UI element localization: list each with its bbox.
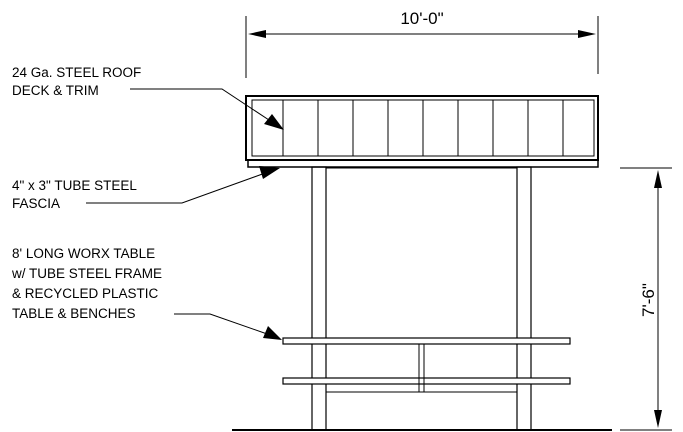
roof-callout-line-2: DECK & TRIM	[12, 83, 99, 98]
table-callout-line-4: TABLE & BENCHES	[12, 306, 136, 321]
fascia-leader-arrowhead	[259, 166, 280, 179]
picnic-table	[282, 337, 571, 393]
roof-callout: 24 Ga. STEEL ROOF DECK & TRIM	[12, 65, 284, 130]
table-callout-line-2: w/ TUBE STEEL FRAME	[11, 266, 162, 281]
fascia-beam	[247, 159, 599, 168]
roof-outline	[245, 95, 599, 161]
bench-seat	[282, 377, 571, 385]
roof-deck	[245, 95, 599, 161]
table-callout: 8' LONG WORX TABLE w/ TUBE STEEL FRAME &…	[11, 246, 282, 340]
roof-leader-line	[130, 88, 276, 125]
support-posts	[311, 166, 532, 431]
fascia-callout-line-1: 4" x 3" TUBE STEEL	[12, 178, 137, 193]
height-arrowhead-bottom	[654, 410, 662, 428]
table-callout-line-1: 8' LONG WORX TABLE	[12, 246, 155, 261]
post-right	[516, 166, 532, 431]
width-arrowhead-right	[578, 30, 596, 38]
width-arrowhead-left	[248, 30, 266, 38]
table-top	[282, 337, 571, 345]
table-center-leg	[418, 343, 425, 393]
width-dimension: 10'-0"	[245, 9, 599, 78]
table-leader-arrowhead	[263, 326, 282, 340]
height-arrowhead-top	[654, 170, 662, 188]
fascia-callout-line-2: FASCIA	[12, 196, 60, 211]
width-dimension-label: 10'-0"	[400, 9, 443, 28]
fascia-callout: 4" x 3" TUBE STEEL FASCIA	[12, 166, 280, 211]
post-left	[311, 166, 327, 431]
table-callout-line-3: & RECYCLED PLASTIC	[12, 286, 159, 301]
height-dimension-label: 7'-6"	[639, 283, 658, 317]
roof-ribs	[282, 100, 564, 156]
height-dimension: 7'-6"	[620, 167, 672, 431]
fascia-leader-line	[86, 171, 269, 204]
table-leader-line	[174, 313, 271, 336]
roof-callout-line-1: 24 Ga. STEEL ROOF	[12, 65, 141, 80]
roof-leader-arrowhead	[264, 114, 284, 130]
